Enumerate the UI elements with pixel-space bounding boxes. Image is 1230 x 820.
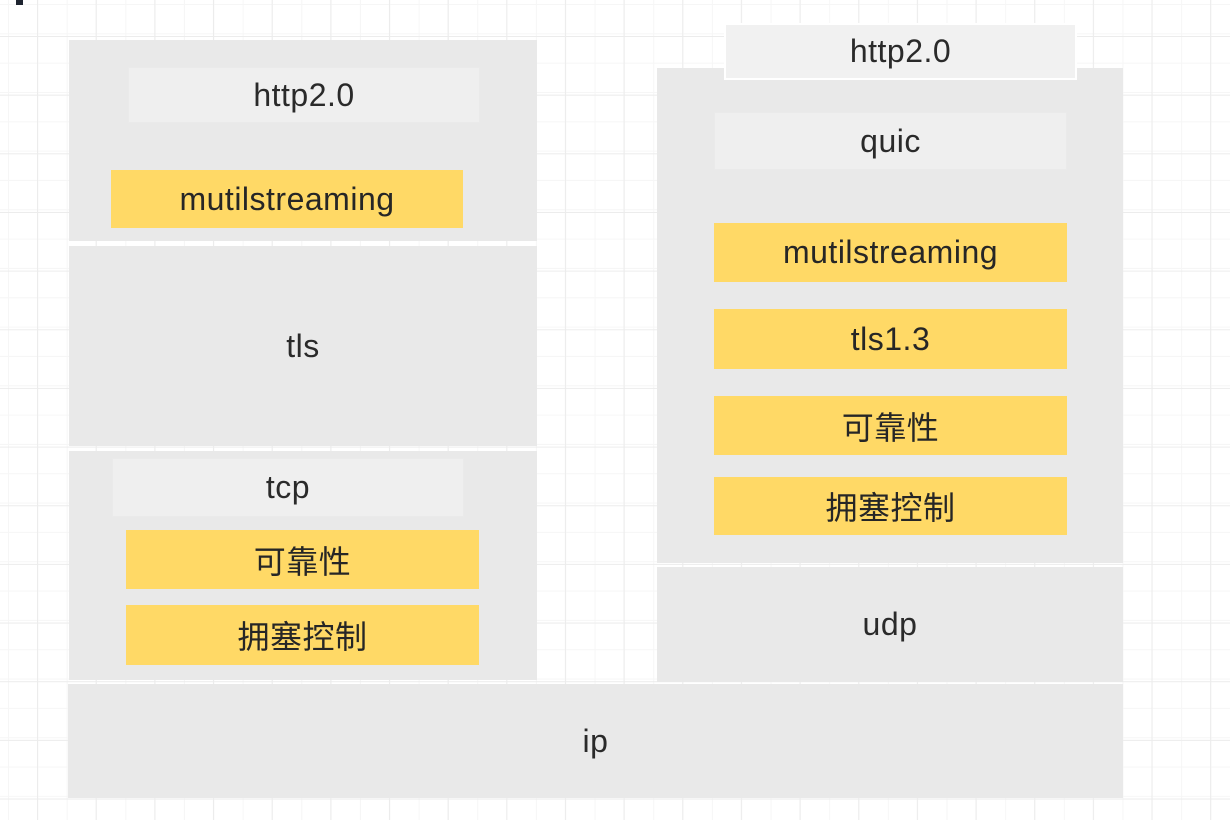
right-quic-label-cell: quic — [714, 112, 1067, 170]
left-tcp-container[interactable]: tcp 可靠性 拥塞控制 — [69, 451, 537, 680]
feature-reliability-right[interactable]: 可靠性 — [714, 396, 1067, 455]
left-tls-label: tls — [286, 327, 320, 364]
feature-multistreaming-left-label: mutilstreaming — [179, 180, 395, 217]
left-http2-label: http2.0 — [253, 76, 355, 113]
feature-tls13[interactable]: tls1.3 — [714, 309, 1067, 369]
feature-reliability-left[interactable]: 可靠性 — [126, 530, 479, 589]
feature-congestion-control-left-label: 拥塞控制 — [237, 619, 368, 655]
left-http2-container[interactable]: http2.0 mutilstreaming — [69, 40, 537, 241]
right-quic-container[interactable]: quic mutilstreaming tls1.3 可靠性 拥塞控制 — [657, 68, 1123, 563]
feature-multistreaming-left[interactable]: mutilstreaming — [111, 170, 463, 228]
left-tcp-label: tcp — [265, 469, 311, 505]
feature-congestion-control-right[interactable]: 拥塞控制 — [714, 477, 1067, 535]
feature-congestion-control-right-label: 拥塞控制 — [825, 490, 956, 526]
right-udp-container[interactable]: udp — [657, 567, 1123, 682]
feature-multistreaming-right[interactable]: mutilstreaming — [714, 223, 1067, 282]
feature-congestion-control-left[interactable]: 拥塞控制 — [126, 605, 479, 665]
left-tcp-label-cell: tcp — [112, 458, 464, 517]
feature-multistreaming-right-label: mutilstreaming — [782, 234, 999, 270]
right-quic-label: quic — [860, 122, 921, 159]
left-tls-container[interactable]: tls — [69, 246, 537, 446]
feature-tls13-label: tls1.3 — [850, 320, 931, 357]
feature-reliability-left-label: 可靠性 — [253, 543, 352, 580]
right-http2-label: http2.0 — [849, 33, 952, 69]
left-http2-label-cell: http2.0 — [128, 67, 480, 123]
cropped-ui-artifact — [16, 0, 23, 5]
ip-container[interactable]: ip — [68, 684, 1123, 798]
feature-reliability-right-label: 可靠性 — [841, 409, 940, 446]
ip-label: ip — [582, 722, 609, 759]
right-http2-box[interactable]: http2.0 — [724, 23, 1077, 80]
right-udp-label: udp — [862, 606, 918, 642]
